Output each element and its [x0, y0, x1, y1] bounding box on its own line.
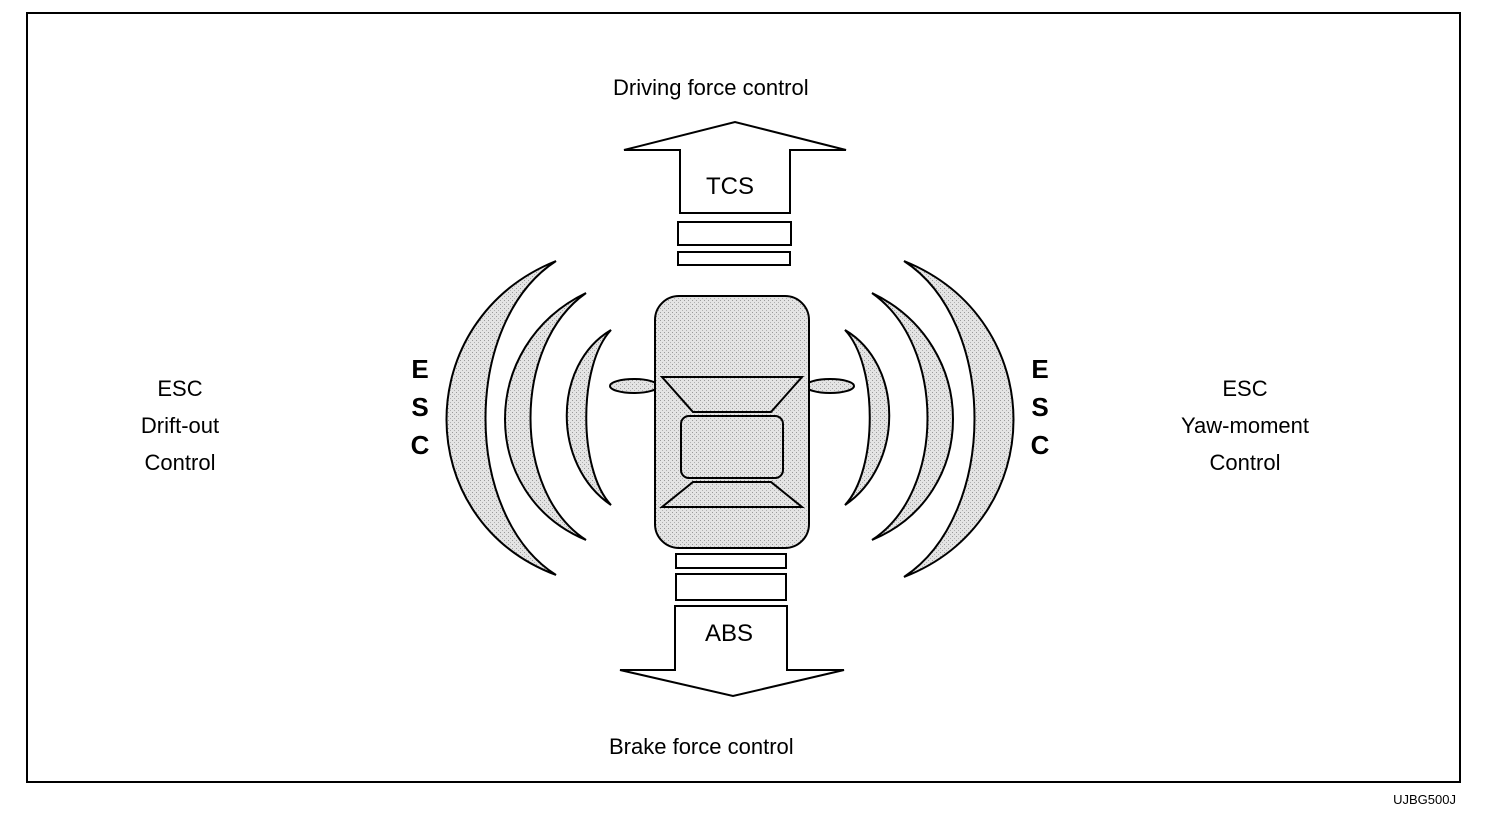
left-mirror: [609, 378, 659, 394]
esc-right-letter: E: [1031, 354, 1049, 384]
esc-right-letter: S: [1031, 392, 1049, 422]
right-yaw-arcs: [844, 260, 1015, 578]
car-top-view: [609, 295, 855, 549]
right-text-line: Yaw-moment: [1181, 413, 1309, 438]
rear-window: [659, 481, 805, 508]
left-text-line: ESC: [157, 376, 203, 401]
figure-code: UJBG500J: [1393, 792, 1456, 807]
driving-force-title: Driving force control: [613, 75, 809, 100]
left-yaw-arcs: [445, 260, 612, 576]
tcs-bar-1: [677, 221, 792, 246]
tcs-bar-2: [677, 251, 791, 266]
yaw-moment-control-label: ESC Yaw-moment Control: [1160, 370, 1330, 481]
brake-force-title: Brake force control: [609, 734, 794, 759]
drift-out-control-label: ESC Drift-out Control: [110, 370, 250, 481]
left-text-line: Control: [144, 450, 216, 475]
esc-vertical-left: E S C: [405, 350, 435, 464]
left-arc-outer: [445, 260, 557, 576]
right-mirror: [805, 378, 855, 394]
left-arc-inner: [565, 329, 612, 506]
right-arc-outer: [903, 260, 1015, 578]
right-arc-middle: [871, 292, 954, 541]
right-arc-inner: [844, 329, 891, 506]
right-text-line: ESC: [1222, 376, 1268, 401]
windshield: [659, 376, 805, 413]
left-arc-middle: [504, 292, 587, 541]
tcs-label: TCS: [706, 173, 754, 200]
esc-left-letter: S: [411, 392, 429, 422]
esc-right-letter: C: [1030, 430, 1050, 460]
abs-bar-1: [675, 553, 787, 569]
left-text-line: Drift-out: [140, 413, 220, 438]
esc-left-letter: E: [411, 354, 429, 384]
tcs-arrow: [623, 120, 847, 214]
abs-bar-2: [675, 573, 787, 601]
esc-vertical-right: E S C: [1025, 350, 1055, 464]
car-roof: [680, 415, 784, 479]
right-text-line: Control: [1209, 450, 1281, 475]
abs-label: ABS: [705, 620, 754, 647]
diagram-frame: [26, 12, 1461, 783]
esc-left-letter: C: [410, 430, 430, 460]
abs-arrow: [619, 605, 845, 698]
